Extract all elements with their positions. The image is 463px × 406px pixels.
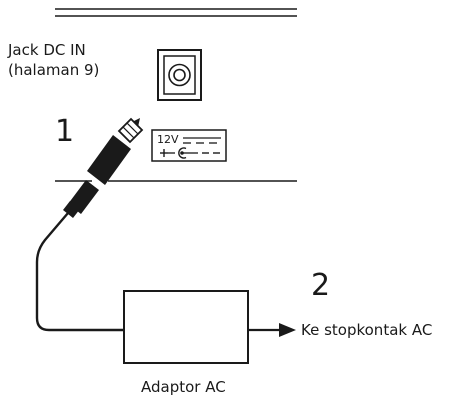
dc-cable: [35, 212, 124, 332]
voltage-text: 12V: [157, 133, 179, 146]
plug-icon: [63, 117, 144, 218]
outlet-label: Ke stopkontak AC: [301, 321, 433, 339]
ac-adaptor-body: [123, 290, 249, 364]
adaptor-label: Adaptor AC: [141, 378, 226, 396]
dc-in-page-ref: (halaman 9): [8, 61, 100, 79]
voltage-label-box: 12V: [151, 129, 227, 162]
polarity-symbol-icon: [160, 147, 220, 159]
dc-in-label: Jack DC IN: [8, 41, 86, 59]
step-2-number: 2: [311, 268, 331, 303]
arrow-icon: [248, 323, 296, 337]
step-1-number: 1: [55, 114, 75, 149]
dc-jack-icon: [157, 49, 202, 101]
panel-top-edge: [55, 8, 297, 17]
